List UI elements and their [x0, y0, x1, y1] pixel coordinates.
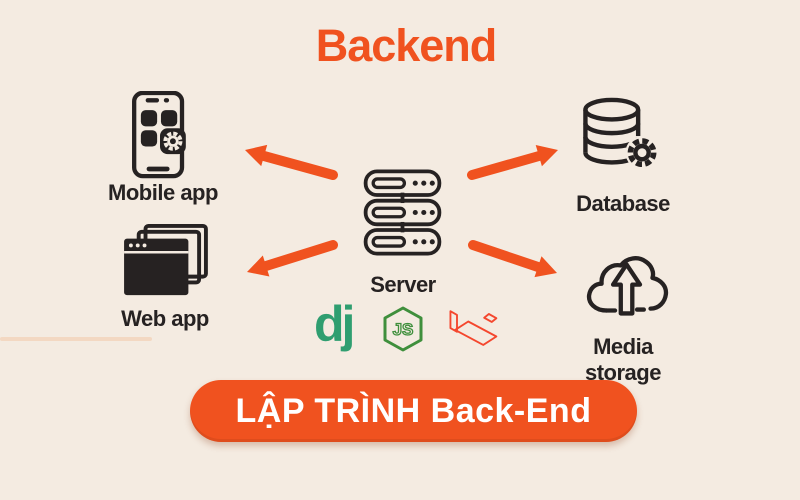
upload-arrow-icon [610, 262, 643, 316]
server-label: Server [370, 272, 436, 297]
mobile-app-label: Mobile app [108, 180, 218, 205]
media-storage-icon [586, 256, 669, 316]
database-label: Database [576, 191, 670, 216]
arrow-server-to-media-storage [468, 240, 557, 278]
gear-icon [163, 131, 183, 151]
laravel-logo [449, 310, 498, 346]
media-storage-label: Media storage [585, 334, 661, 385]
mobile-app-icon [132, 91, 186, 179]
nodejs-js-text: JS [393, 320, 414, 339]
page-title: Backend [315, 20, 498, 71]
web-app-label: Web app [121, 306, 209, 331]
arrow-server-to-mobile-app [245, 144, 338, 180]
decorative-line [0, 337, 152, 341]
arrow-server-to-database [467, 145, 558, 180]
server-icon [363, 169, 442, 256]
banner: LẬP TRÌNH Back-End [190, 380, 637, 442]
django-logo: dj [314, 296, 355, 352]
web-app-icon [124, 224, 208, 296]
database-icon [583, 97, 659, 170]
banner-label: LẬP TRÌNH Back-End [235, 391, 592, 430]
arrow-server-to-web-app [247, 240, 338, 277]
nodejs-logo: JS [383, 306, 423, 352]
